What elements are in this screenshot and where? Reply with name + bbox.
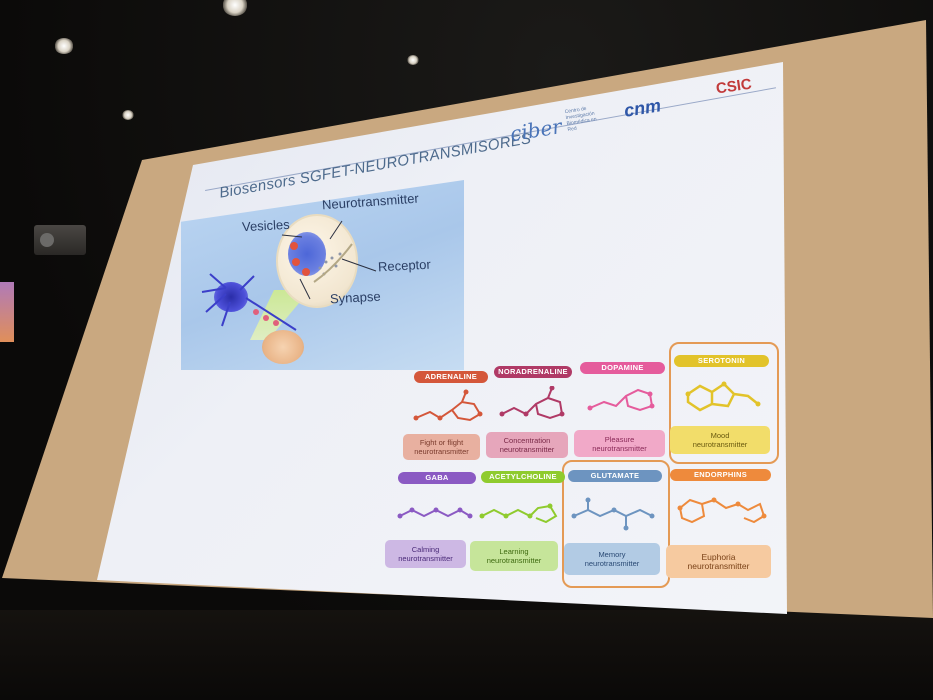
receptor-label: Receptor <box>377 256 432 275</box>
vesicles-dots-icon <box>290 242 353 283</box>
dopamine-pill: DOPAMINE <box>580 362 665 374</box>
side-screen-glow <box>0 282 14 342</box>
vesicles-label: Vesicles <box>241 216 291 235</box>
synapse-label: Synapse <box>329 288 381 307</box>
endorphins-molecule-icon <box>677 497 767 524</box>
gaba-pill: GABA <box>398 472 476 484</box>
ceiling-light <box>54 38 74 54</box>
glutamate-highlight-frame <box>562 460 670 588</box>
glutamate-pill: GLUTAMATE <box>568 470 662 482</box>
neuron-dendrites-icon <box>201 273 297 331</box>
projector-unit <box>34 225 86 255</box>
serotonin-pill: SEROTONIN <box>674 355 769 367</box>
gaba-molecule-icon <box>397 507 473 519</box>
adrenaline-pill: ADRENALINE <box>414 371 488 383</box>
glutamate-molecule-icon <box>571 497 655 531</box>
serotonin-highlight-frame <box>669 342 779 464</box>
noradrenaline-pill: NORADRENALINE <box>494 366 572 378</box>
serotonin-molecule-icon <box>685 381 761 412</box>
ceiling-light <box>407 55 419 65</box>
stage-floor <box>0 610 933 700</box>
adrenaline-molecule-icon <box>413 389 483 422</box>
target-cell-icon <box>262 330 304 364</box>
acetylcholine-molecule-icon <box>479 503 558 524</box>
endorphins-pill: ENDORPHINS <box>670 469 771 481</box>
acetylcholine-pill: ACETYLCHOLINE <box>481 471 565 483</box>
noradrenaline-molecule-icon <box>499 386 565 420</box>
label-leader-lines <box>281 220 377 300</box>
ceiling-light <box>222 0 248 16</box>
dopamine-molecule-icon <box>587 388 655 412</box>
ceiling-light <box>122 110 134 120</box>
